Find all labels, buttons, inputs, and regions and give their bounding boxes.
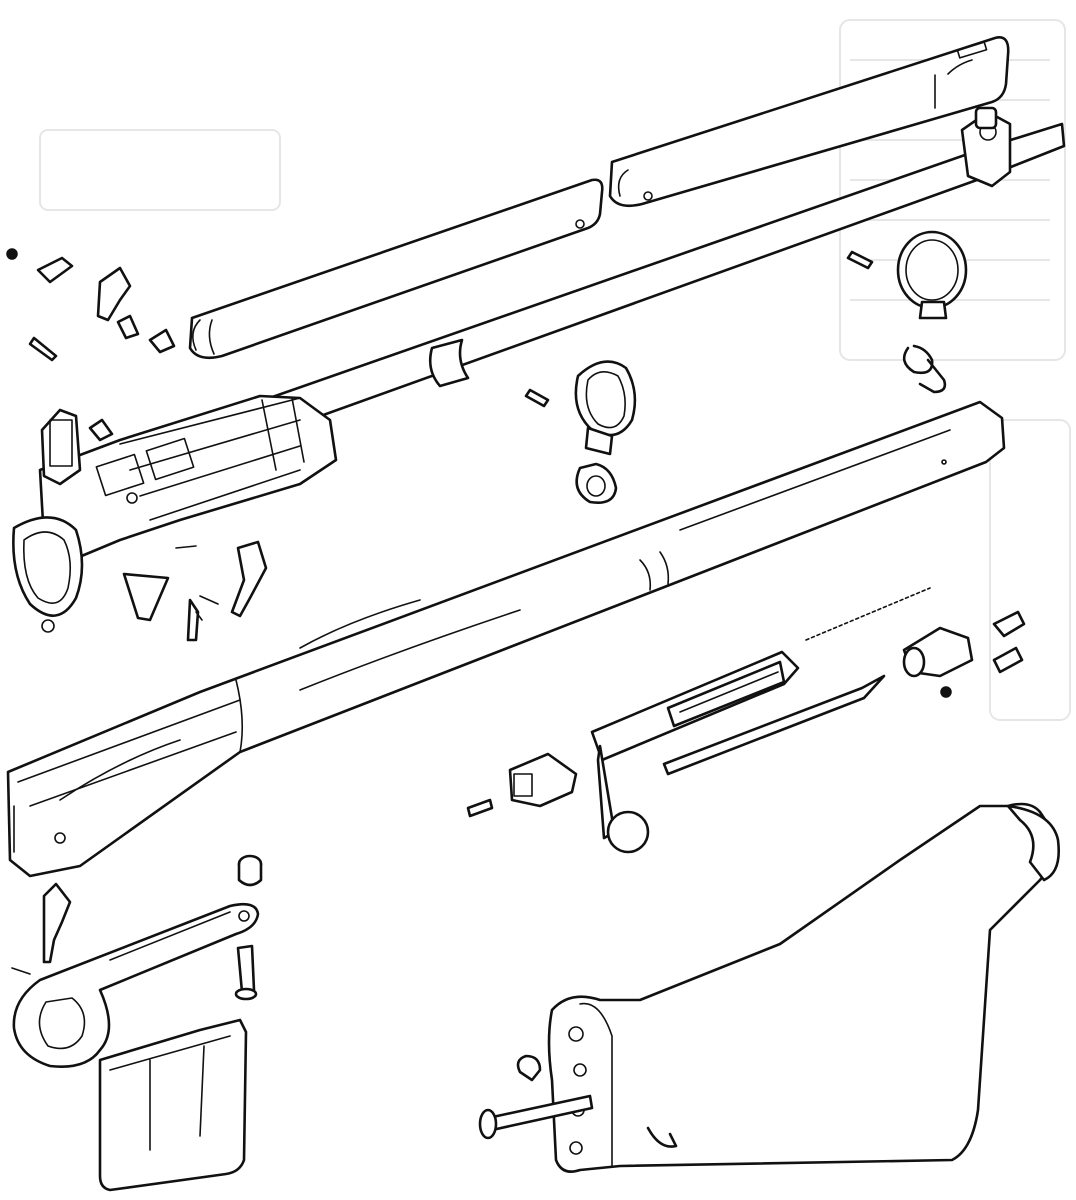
trigger-guard-bushing	[237, 854, 263, 887]
upper-sling-swivel	[902, 344, 947, 394]
fore-end-stock	[6, 400, 1006, 878]
trigger	[42, 882, 72, 964]
rear-sight-slide	[508, 752, 578, 808]
magazine	[98, 1018, 248, 1192]
trigger-guard	[12, 902, 260, 1068]
extractor	[940, 610, 1026, 698]
trigger-guard-screw	[234, 944, 258, 1001]
screws-and-pins	[6, 248, 874, 975]
butt-stock	[478, 802, 1060, 1173]
lower-sling-swivel	[575, 462, 618, 504]
upper-handguard-front	[608, 36, 1010, 208]
nose-cap-band	[896, 230, 968, 320]
sear-and-springs	[122, 540, 268, 642]
middle-band	[574, 360, 637, 456]
upper-handguard-rear	[188, 178, 604, 360]
bleed-through-texture	[39, 19, 1071, 721]
barrel-and-receiver	[12, 106, 1066, 633]
firing-pin	[662, 674, 886, 776]
barrel-band-ring	[428, 338, 470, 388]
cocking-piece	[902, 626, 974, 678]
rear-sight-assembly	[40, 408, 82, 486]
main-spring	[805, 587, 931, 641]
bolt	[590, 650, 800, 854]
